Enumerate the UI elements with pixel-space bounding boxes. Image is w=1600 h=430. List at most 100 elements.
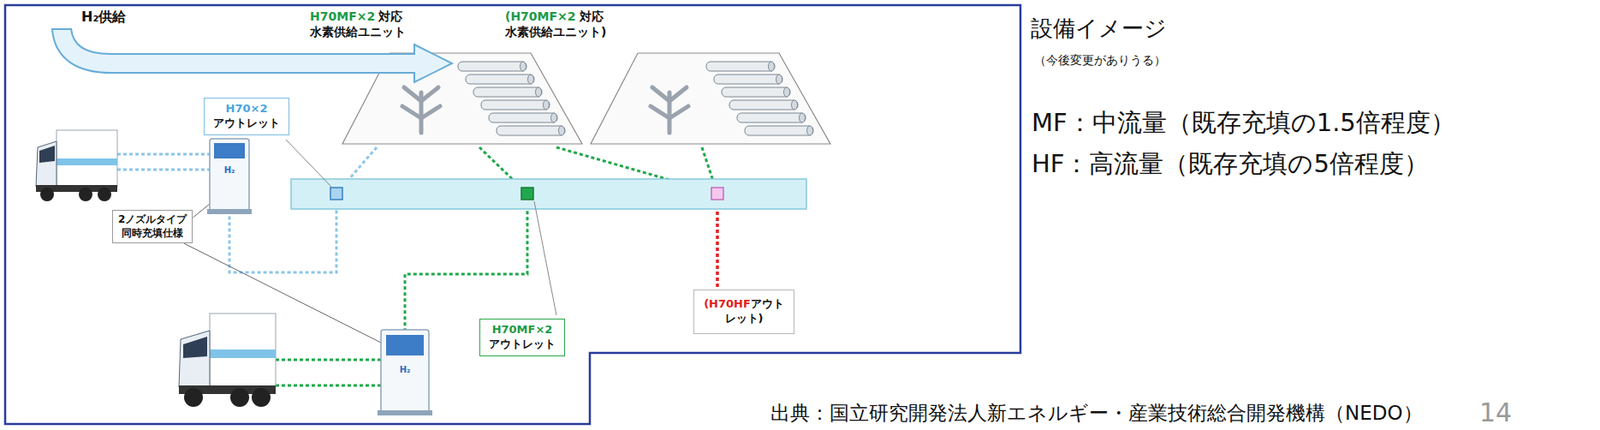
tank <box>481 100 550 110</box>
dispenser-base <box>207 208 252 215</box>
dispenser-base <box>377 410 433 416</box>
tank-cap <box>543 100 550 110</box>
label-text: アウトレット <box>488 337 556 351</box>
tank-cap <box>559 125 566 136</box>
tank <box>488 113 558 123</box>
label-text: H70×2 <box>226 101 268 115</box>
nozzle-hose <box>275 358 381 362</box>
label-text: 対応 <box>579 9 604 24</box>
label-text: 対応 <box>378 9 403 24</box>
truck-trailer <box>56 130 118 187</box>
manifold-pipe <box>421 106 441 119</box>
connector-path <box>404 147 528 330</box>
text-line: アウトレット <box>488 337 556 352</box>
dispenser-body <box>209 138 250 213</box>
nozzle-hose <box>117 153 210 156</box>
text-line: 2ノズルタイプ 同時充填仕様 <box>118 213 187 240</box>
figure-title: 設備イメージ <box>1030 15 1167 42</box>
text-line: H70×2 <box>213 101 280 117</box>
definition-text: MF：中流量（既存充填の1.5倍程度） <box>1031 107 1456 138</box>
manifold-tree <box>402 87 441 133</box>
tank-cap <box>551 113 558 123</box>
text-line: H70MF×2 <box>488 322 556 338</box>
nozzle-hose <box>275 384 381 387</box>
label-text: 水素供給ユニット) <box>505 24 607 39</box>
dispenser-drawing <box>377 329 433 416</box>
dispenser-screen <box>386 334 424 356</box>
header-pipe <box>291 178 807 209</box>
text-line: H₂ <box>209 164 250 176</box>
truck-wheel <box>40 187 54 202</box>
outlet-port <box>711 187 724 200</box>
label-text: H₂ <box>224 165 236 175</box>
outlet-callout: H70×2アウトレット <box>203 97 290 136</box>
source-caption: 出典：国立研究開発法人新エネルギー・産業技術総合開発機構（NEDO） <box>770 401 1423 426</box>
text-line: 水素供給ユニット) <box>505 23 835 40</box>
leader-line <box>534 201 557 316</box>
dispenser: H₂ <box>380 329 429 416</box>
outlet-callout: H70MF×2アウトレット <box>479 318 566 357</box>
truck-wheel <box>251 387 271 407</box>
outlet-port <box>521 187 534 200</box>
hydrogen-pipe <box>556 147 718 290</box>
truck-cab <box>178 330 210 387</box>
hydrogen-pipe <box>404 147 528 330</box>
truck-stripe <box>56 158 118 166</box>
tank-cap <box>535 87 542 97</box>
truck-drawing <box>178 313 276 407</box>
hydrogen-pipe <box>701 147 718 290</box>
tank <box>473 87 542 97</box>
tank-cap <box>520 61 527 72</box>
outlet-port <box>330 187 343 200</box>
site-outline <box>5 5 1021 424</box>
label-text: H₂ <box>399 364 411 375</box>
tank <box>496 125 566 136</box>
outlet-callout: (H70HFアウトレット) <box>693 289 795 334</box>
label-text: 水素供給ユニット <box>309 24 406 39</box>
manifold-pipe <box>402 106 422 119</box>
truck-drawing <box>35 130 118 202</box>
arrow-head <box>414 44 453 83</box>
dispenser-drawing <box>207 138 252 215</box>
note-box: 2ノズルタイプ 同時充填仕様 <box>112 209 193 244</box>
label-text: アウトレット <box>213 116 280 130</box>
label-text: (H70MF×2 <box>505 9 577 24</box>
arrow-tail <box>51 28 72 30</box>
page-number: 14 <box>1479 397 1512 429</box>
label-text: 2ノズルタイプ 同時充填仕様 <box>118 213 187 240</box>
text-line: H₂ <box>380 363 429 375</box>
arrow-joint <box>411 54 417 72</box>
supply-unit: (H70MF×2対応水素供給ユニット) <box>505 8 835 148</box>
truck-trailer <box>209 313 276 387</box>
truck-wheel <box>184 387 203 407</box>
text-line: (H70MF×2対応 <box>505 8 835 24</box>
manifold-pipe <box>404 87 422 102</box>
truck-window <box>183 336 208 358</box>
label-text: H70MF×2 <box>309 9 375 24</box>
supply-unit-drawing <box>590 53 831 144</box>
truck-wheel <box>230 387 250 407</box>
truck-window <box>39 145 55 163</box>
label-text: H70MF×2 <box>492 322 554 336</box>
supply-label: H₂供給 <box>81 8 126 25</box>
leader-line <box>285 139 332 187</box>
truck-wheel <box>97 187 112 202</box>
dispenser-screen <box>214 142 245 159</box>
nozzle-hose <box>117 168 210 172</box>
tank <box>457 61 527 72</box>
note-text: （今後変更がありうる） <box>1034 53 1166 68</box>
tank-stack <box>457 61 566 136</box>
truck-wheel <box>78 187 93 202</box>
tank <box>465 74 535 84</box>
text-line: アウトレット <box>213 116 280 131</box>
truck-stripe <box>209 349 276 358</box>
definition-text: HF：高流量（既存充填の5倍程度） <box>1031 148 1429 179</box>
truck-cab <box>35 141 57 187</box>
dispenser: H₂ <box>209 138 250 215</box>
label-text: (H70HF <box>703 297 751 310</box>
tank-cap <box>528 74 535 84</box>
dispenser-body <box>380 329 429 412</box>
manifold-pipe <box>421 87 439 102</box>
